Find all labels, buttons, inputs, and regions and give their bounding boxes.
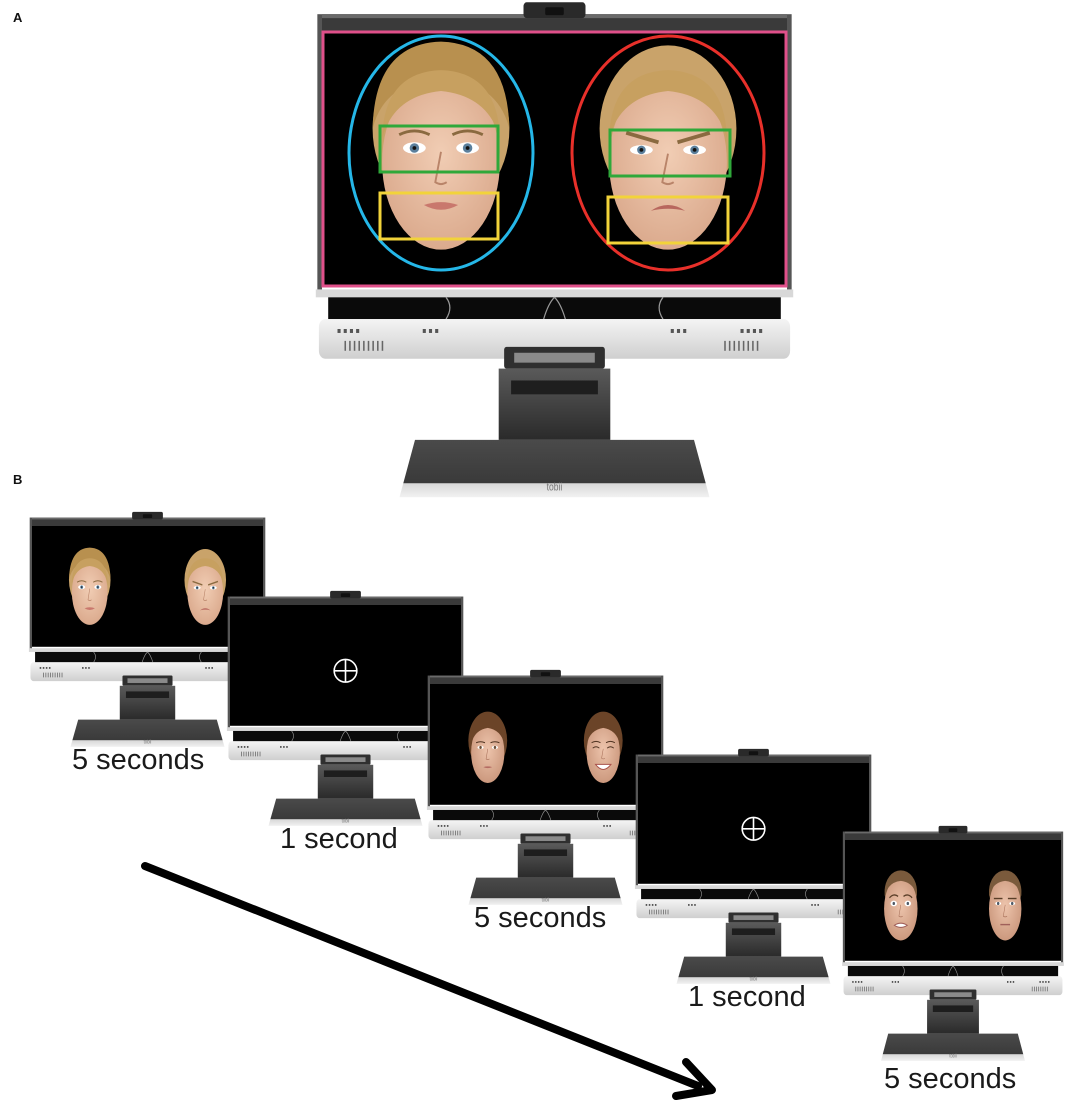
aoi-eyes-right bbox=[608, 128, 732, 178]
aoi-mouth-right bbox=[606, 195, 730, 245]
duration-label-3: 5 seconds bbox=[474, 902, 607, 934]
panel-label-b: B bbox=[13, 472, 23, 487]
duration-label-4: 1 second bbox=[688, 981, 806, 1013]
aoi-screen-frame bbox=[321, 30, 788, 288]
aoi-eyes-left bbox=[378, 124, 500, 174]
duration-label-5: 5 seconds bbox=[884, 1063, 1017, 1095]
panel-label-a: A bbox=[13, 10, 23, 25]
sequence-monitor-4 bbox=[634, 748, 873, 985]
duration-label-1: 5 seconds bbox=[72, 744, 205, 776]
aoi-mouth-left bbox=[378, 191, 500, 241]
sequence-monitor-3 bbox=[426, 669, 665, 906]
duration-label-2: 1 second bbox=[280, 823, 398, 855]
aoi-face-left bbox=[347, 34, 535, 272]
arrow-down-right-icon bbox=[141, 862, 716, 1100]
aoi-face-right bbox=[570, 34, 766, 272]
panel-a-stimulus bbox=[321, 30, 788, 288]
sequence-monitor-5 bbox=[841, 825, 1065, 1062]
